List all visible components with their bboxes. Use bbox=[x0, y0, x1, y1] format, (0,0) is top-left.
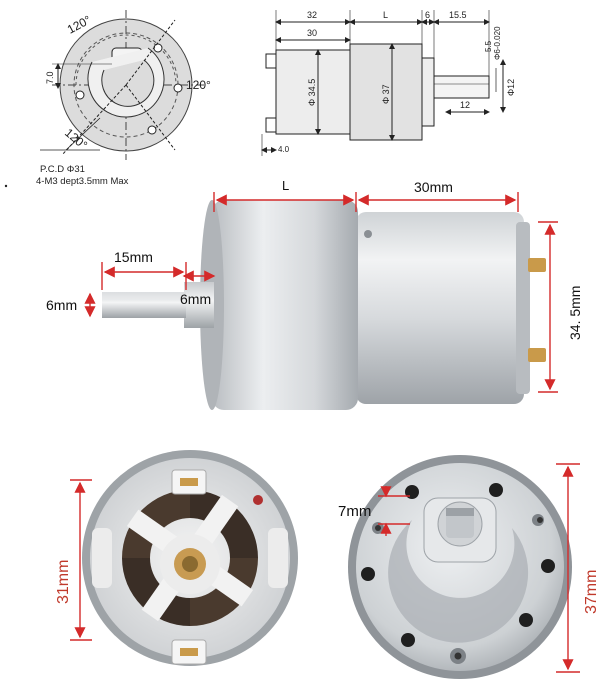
photo-label-31mm: 31mm bbox=[55, 560, 72, 604]
photo-label-7mm: 7mm bbox=[338, 503, 371, 520]
dim-12d-label: Φ12 bbox=[506, 79, 516, 96]
pcd-label: P.C.D Φ31 bbox=[40, 164, 85, 175]
motor-side-photo bbox=[102, 200, 546, 410]
dim-12-label: 12 bbox=[460, 100, 470, 110]
photo-label-6mm-collar: 6mm bbox=[180, 291, 211, 307]
photo-label-34-5mm: 34. 5mm bbox=[567, 286, 583, 340]
dim-6-label: 6 bbox=[425, 10, 430, 20]
dim-34-5-label: Φ 34.5 bbox=[307, 79, 317, 106]
angle-right-label: 120° bbox=[186, 78, 211, 92]
dim-32-label: 32 bbox=[307, 10, 317, 20]
dim-5-5-label: 5.5 bbox=[484, 40, 493, 52]
dim-7-label: 7.0 bbox=[45, 71, 55, 84]
holes-label: 4-M3 dept3.5mm Max bbox=[36, 176, 129, 187]
photo-label-15mm: 15mm bbox=[114, 249, 153, 265]
photo-label-6mm-shaft: 6mm bbox=[46, 297, 77, 313]
gearbox-face-photo bbox=[348, 455, 572, 679]
dim-15-5-label: 15.5 bbox=[449, 10, 467, 20]
front-view-drawing bbox=[40, 10, 205, 160]
motor-back-photo bbox=[82, 450, 298, 666]
speck bbox=[4, 184, 8, 188]
side-photo-dimensions bbox=[84, 192, 558, 393]
dim-37-label: Φ 37 bbox=[381, 84, 391, 104]
dim-4-label: 4.0 bbox=[278, 145, 290, 154]
dim-30-label: 30 bbox=[307, 28, 317, 38]
back-photo-dimensions bbox=[70, 479, 92, 641]
photo-label-L: L bbox=[282, 178, 289, 193]
face-photo-dimensions bbox=[378, 463, 580, 673]
photo-label-30mm: 30mm bbox=[414, 179, 453, 195]
photo-label-37mm: 37mm bbox=[583, 570, 600, 614]
side-view-drawing bbox=[261, 10, 506, 156]
dim-L-label: L bbox=[383, 10, 388, 20]
dim-shaft-label: Φ6-0.020 bbox=[493, 26, 502, 60]
